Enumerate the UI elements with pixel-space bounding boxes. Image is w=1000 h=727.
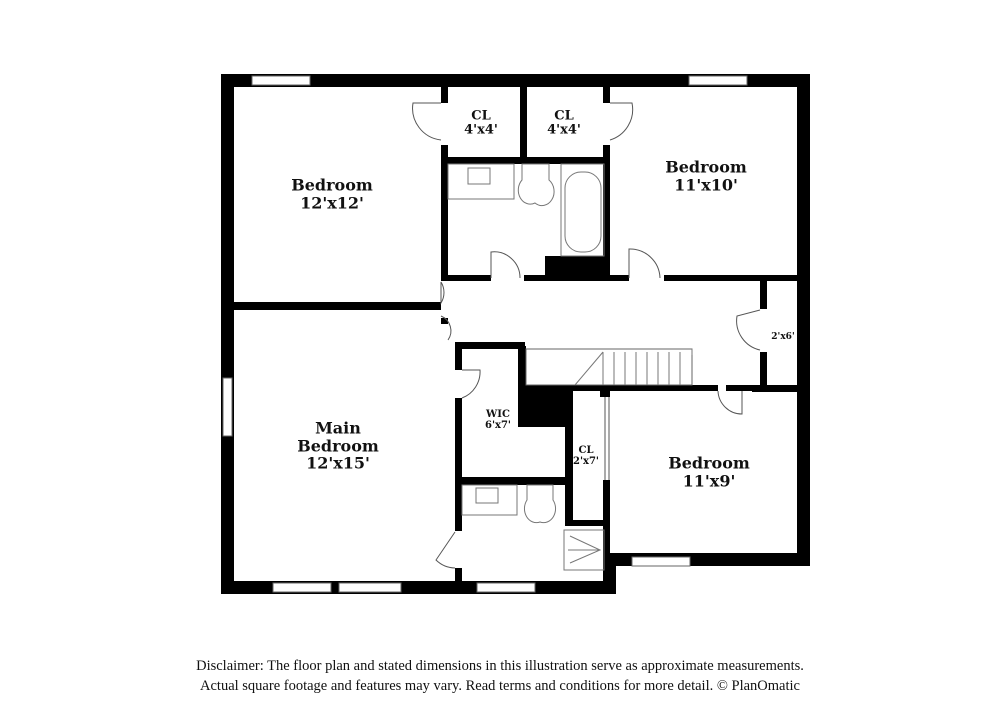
room-dimensions: 12'x12' xyxy=(300,193,364,212)
room-dimensions: 2'x7' xyxy=(572,456,600,467)
room-dimensions: 2'x6' xyxy=(771,332,795,343)
room-name-line1: Main xyxy=(315,418,361,438)
main-bath-sink xyxy=(475,487,499,504)
room-label-linen-closet: 2'x6' xyxy=(771,332,795,343)
disclaimer: Disclaimer: The floor plan and stated di… xyxy=(0,656,1000,696)
room-name-line2: Bedroom xyxy=(297,436,379,456)
room-label-bedroom-nw: Bedroom 12'x12' xyxy=(291,176,373,211)
room-dimensions: 12'x15' xyxy=(306,453,370,473)
room-dimensions: 4'x4' xyxy=(547,123,581,138)
main-bath-toilet xyxy=(523,484,557,524)
room-name: Bedroom xyxy=(668,453,750,473)
room-label-bedroom-se: Bedroom 11'x9' xyxy=(668,454,750,489)
doors xyxy=(412,102,761,569)
main-bath-vanity xyxy=(461,484,518,516)
room-label-closet-1: CL 4'x4' xyxy=(464,108,498,139)
walls xyxy=(221,74,810,594)
room-dimensions: 6'x7' xyxy=(484,420,512,431)
disclaimer-line-2: Actual square footage and features may v… xyxy=(200,678,800,694)
room-dimensions: 11'x10' xyxy=(674,175,738,194)
hall-bath-tub xyxy=(564,171,602,253)
staircase xyxy=(574,349,693,386)
hall-bath-toilet xyxy=(517,163,555,207)
room-name: CL xyxy=(471,108,491,124)
windows xyxy=(222,75,748,593)
room-label-main-bedroom: Main Bedroom 12'x15' xyxy=(297,420,379,473)
room-name: CL xyxy=(578,445,594,456)
disclaimer-line-1: Disclaimer: The floor plan and stated di… xyxy=(196,658,804,674)
room-dimensions: 11'x9' xyxy=(682,471,736,490)
room-label-bedroom-ne: Bedroom 11'x10' xyxy=(665,158,747,193)
hall-bath-vanity xyxy=(447,163,515,200)
room-dimensions: 4'x4' xyxy=(464,123,498,138)
room-label-walk-in-closet: WIC 6'x7' xyxy=(485,409,511,431)
room-label-closet-2: CL 4'x4' xyxy=(547,108,581,139)
room-label-closet-3: CL 2'x7' xyxy=(573,445,599,467)
fixtures xyxy=(447,163,693,571)
room-name: Bedroom xyxy=(665,157,747,177)
room-name: WIC xyxy=(486,409,510,420)
hall-bath-tub-frame xyxy=(560,163,605,257)
room-name: CL xyxy=(554,108,574,124)
main-bath-shower xyxy=(563,529,605,571)
hall-bath-sink xyxy=(467,167,491,185)
room-name: Bedroom xyxy=(291,175,373,195)
